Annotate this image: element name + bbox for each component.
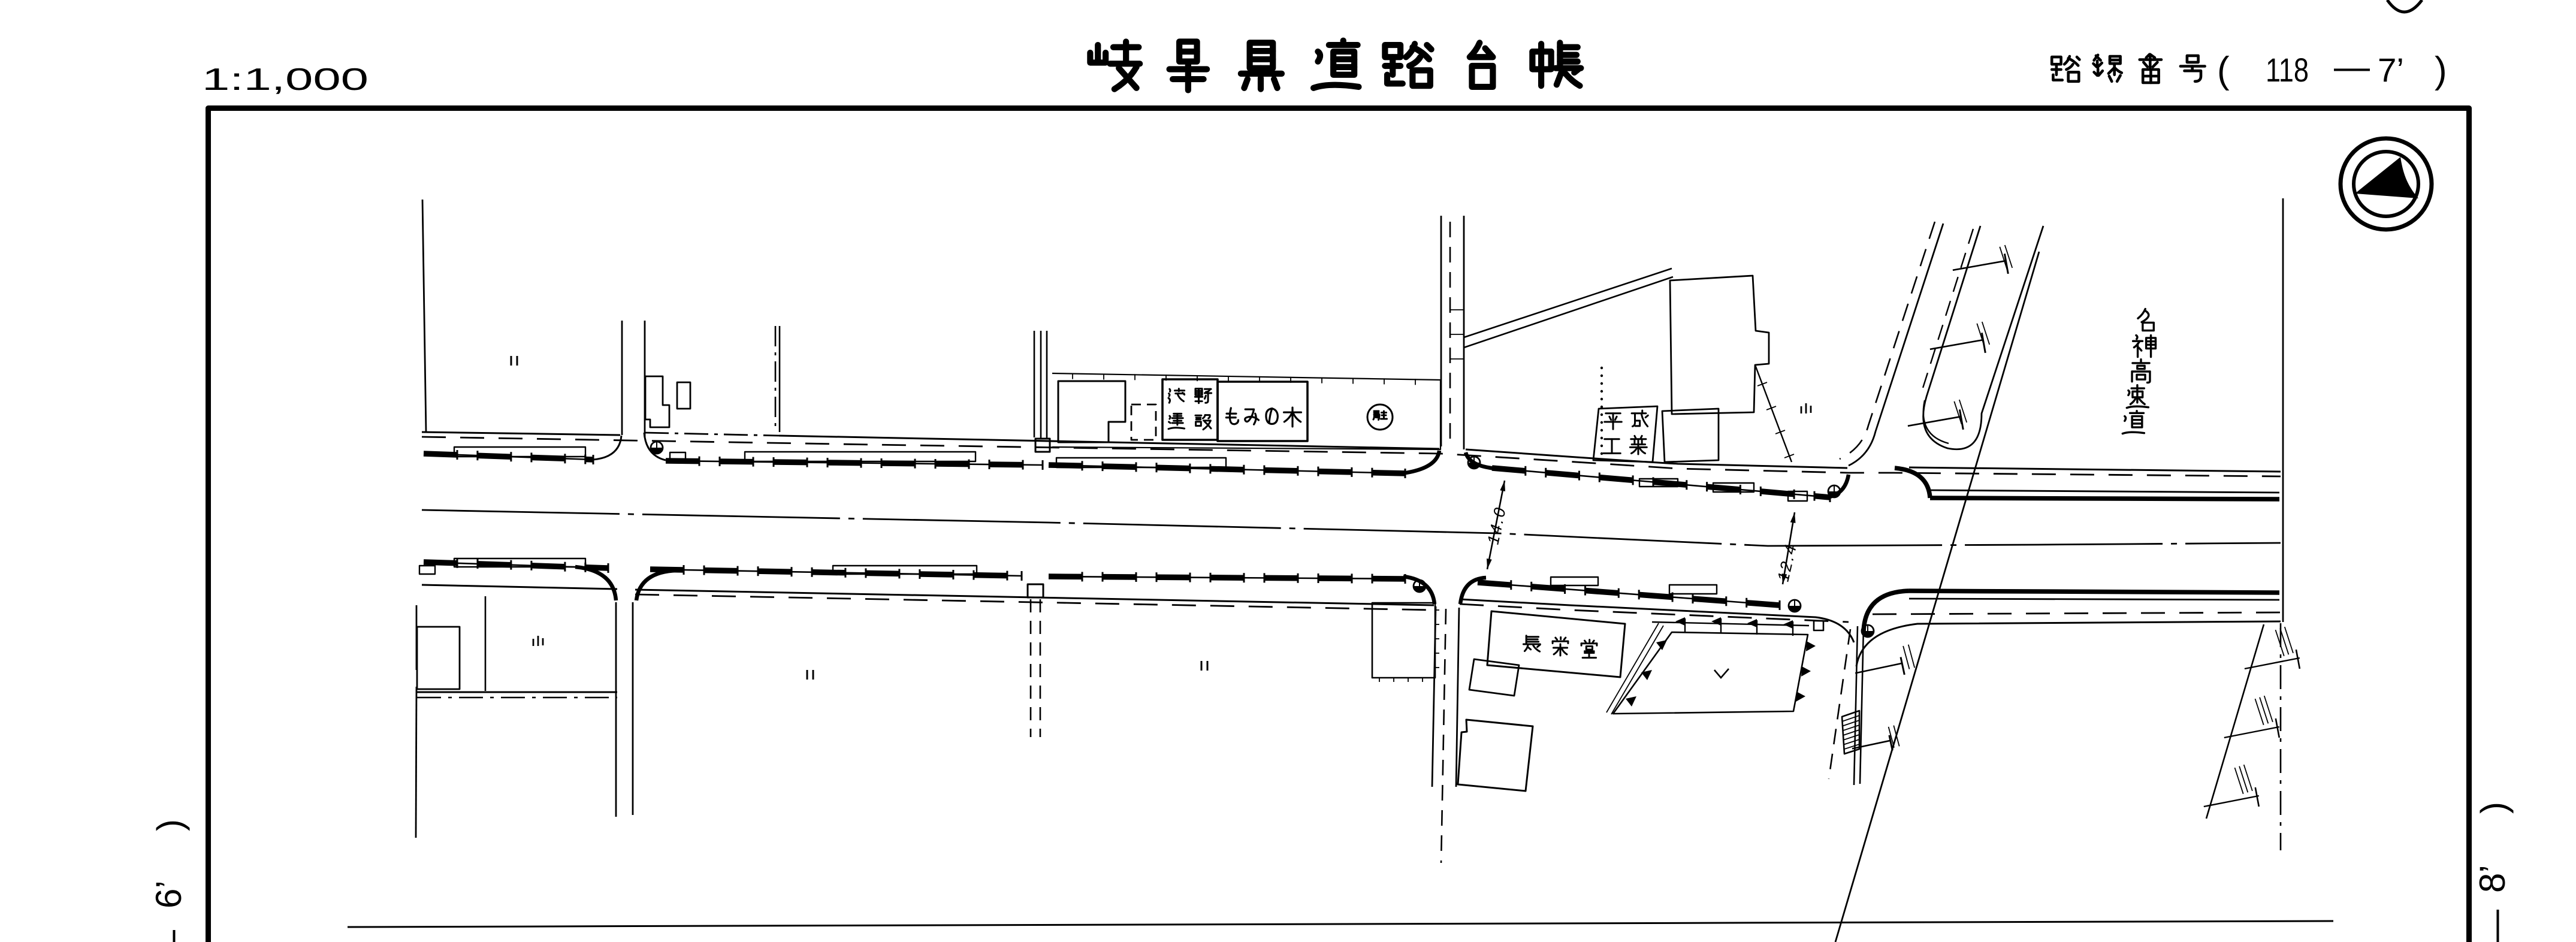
svg-text:): ) [2474, 802, 2514, 814]
svg-text:8’: 8’ [2472, 865, 2512, 893]
svg-text:): ) [150, 819, 190, 831]
svg-text:7’: 7’ [2378, 51, 2404, 89]
svg-text:—: — [151, 930, 191, 942]
svg-text:(: ( [2217, 50, 2230, 91]
svg-text:): ) [2435, 50, 2447, 91]
svg-text:6’: 6’ [149, 880, 189, 908]
svg-text:118: 118 [2266, 51, 2309, 89]
svg-text:—: — [2475, 910, 2515, 942]
svg-text:—: — [2334, 47, 2370, 87]
svg-text:1:1,000: 1:1,000 [202, 62, 369, 97]
